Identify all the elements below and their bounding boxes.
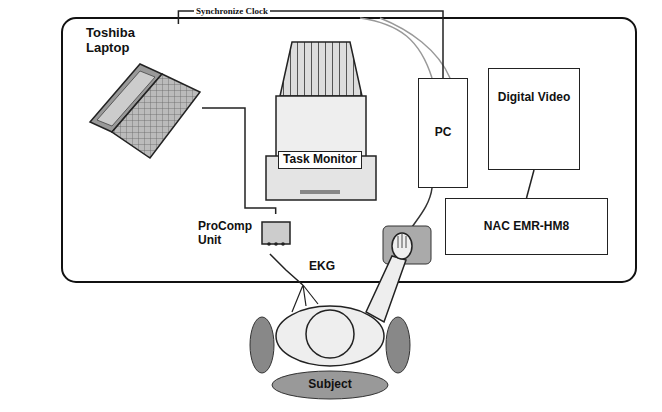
pc-box: PC [418, 78, 468, 188]
cable [380, 18, 450, 78]
video-box: Digital Video [488, 68, 580, 170]
procomp-node: ProComp Unit [196, 214, 292, 254]
node-label: NAC EMR-HM8 [484, 220, 569, 234]
node-label: Toshiba Laptop [86, 26, 162, 56]
ekg-lead [292, 285, 318, 312]
monitor-slot [300, 190, 340, 194]
node-label: ProComp Unit [198, 220, 258, 248]
cable [527, 170, 535, 198]
procomp-port [267, 242, 271, 246]
chair-arm [386, 317, 410, 373]
edge-label: EKG [307, 259, 337, 273]
subject-node: Subject [262, 285, 398, 400]
cable [360, 18, 432, 78]
node-label: PC [435, 126, 452, 140]
node-label: Digital Video [498, 91, 570, 105]
subject-arm [366, 256, 406, 322]
subject-torso [276, 306, 384, 366]
procomp-box [262, 222, 290, 244]
subject-hand [392, 233, 412, 259]
cable [178, 11, 443, 78]
monitor-body [276, 96, 366, 158]
cable [202, 108, 276, 214]
chair-seat [272, 371, 388, 399]
cable [270, 254, 303, 285]
monitor-back [280, 42, 362, 96]
procomp-port [274, 242, 278, 246]
subject-head [306, 310, 354, 358]
procomp-port [281, 242, 285, 246]
edge-label: Synchronize Clock [194, 6, 270, 16]
node-label: Subject [308, 378, 351, 392]
chair-arm [250, 317, 274, 373]
laptop-keyboard [112, 74, 200, 158]
laptop-node: Toshiba Laptop [84, 24, 202, 164]
hand-fingers [398, 234, 406, 248]
eyetracker-box: NAC EMR-HM8 [445, 198, 608, 255]
node-label: Task Monitor [278, 151, 362, 169]
monitor-node: Task Monitor [262, 38, 378, 203]
table-outline [62, 18, 636, 282]
mouse-cable [410, 188, 432, 230]
